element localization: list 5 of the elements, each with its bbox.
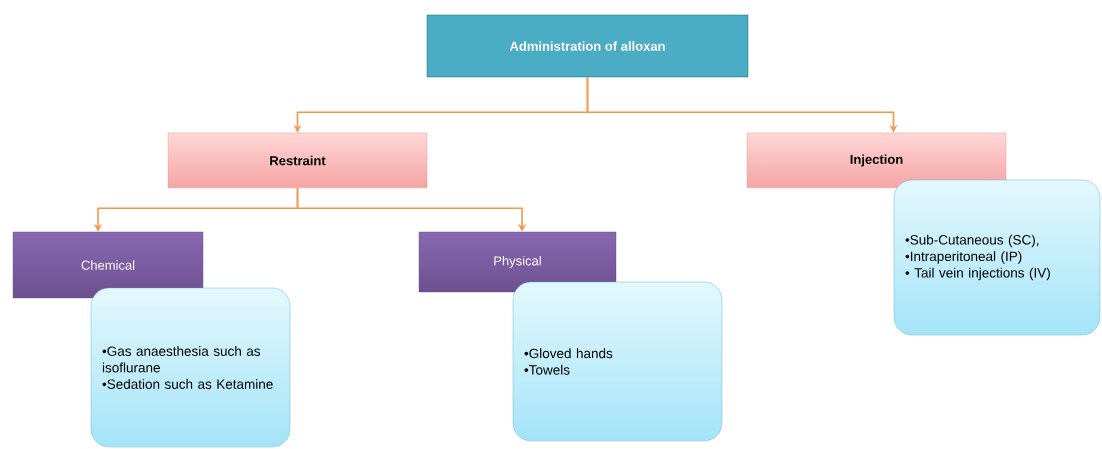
category-box: Restraint — [167, 132, 428, 189]
title-box: Administration of alloxan — [426, 14, 749, 78]
subcategory-box: Chemical — [12, 231, 204, 299]
subcategory-box: Physical — [418, 231, 617, 293]
category-box: Injection — [746, 132, 1007, 189]
